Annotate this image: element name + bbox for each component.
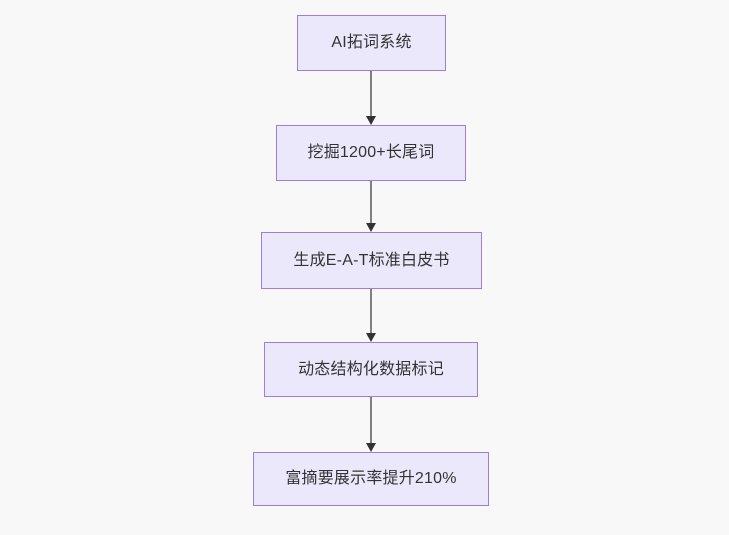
- arrow-down-icon: [366, 333, 376, 342]
- flow-node-label: 动态结构化数据标记: [298, 360, 444, 378]
- flow-edge-3: [366, 289, 376, 342]
- flow-edge-4: [366, 397, 376, 452]
- flow-node-5[interactable]: 富摘要展示率提升210%: [253, 452, 489, 506]
- flow-node-1[interactable]: AI拓词系统: [297, 15, 446, 71]
- flow-edge-1: [366, 71, 376, 125]
- edge-line: [370, 289, 372, 333]
- edge-line: [370, 397, 372, 443]
- flow-node-label: 富摘要展示率提升210%: [285, 470, 457, 487]
- flow-node-3[interactable]: 生成E-A-T标准白皮书: [261, 232, 482, 289]
- edge-line: [370, 71, 372, 116]
- arrow-down-icon: [366, 116, 376, 125]
- flow-node-2[interactable]: 挖掘1200+长尾词: [276, 125, 466, 181]
- flow-node-label: 挖掘1200+长尾词: [307, 144, 435, 161]
- flow-edge-2: [366, 181, 376, 232]
- flow-node-label: 生成E-A-T标准白皮书: [293, 251, 450, 269]
- edge-line: [370, 181, 372, 223]
- arrow-down-icon: [366, 443, 376, 452]
- flow-node-4[interactable]: 动态结构化数据标记: [264, 342, 478, 397]
- arrow-down-icon: [366, 223, 376, 232]
- flow-node-label: AI拓词系统: [331, 34, 412, 51]
